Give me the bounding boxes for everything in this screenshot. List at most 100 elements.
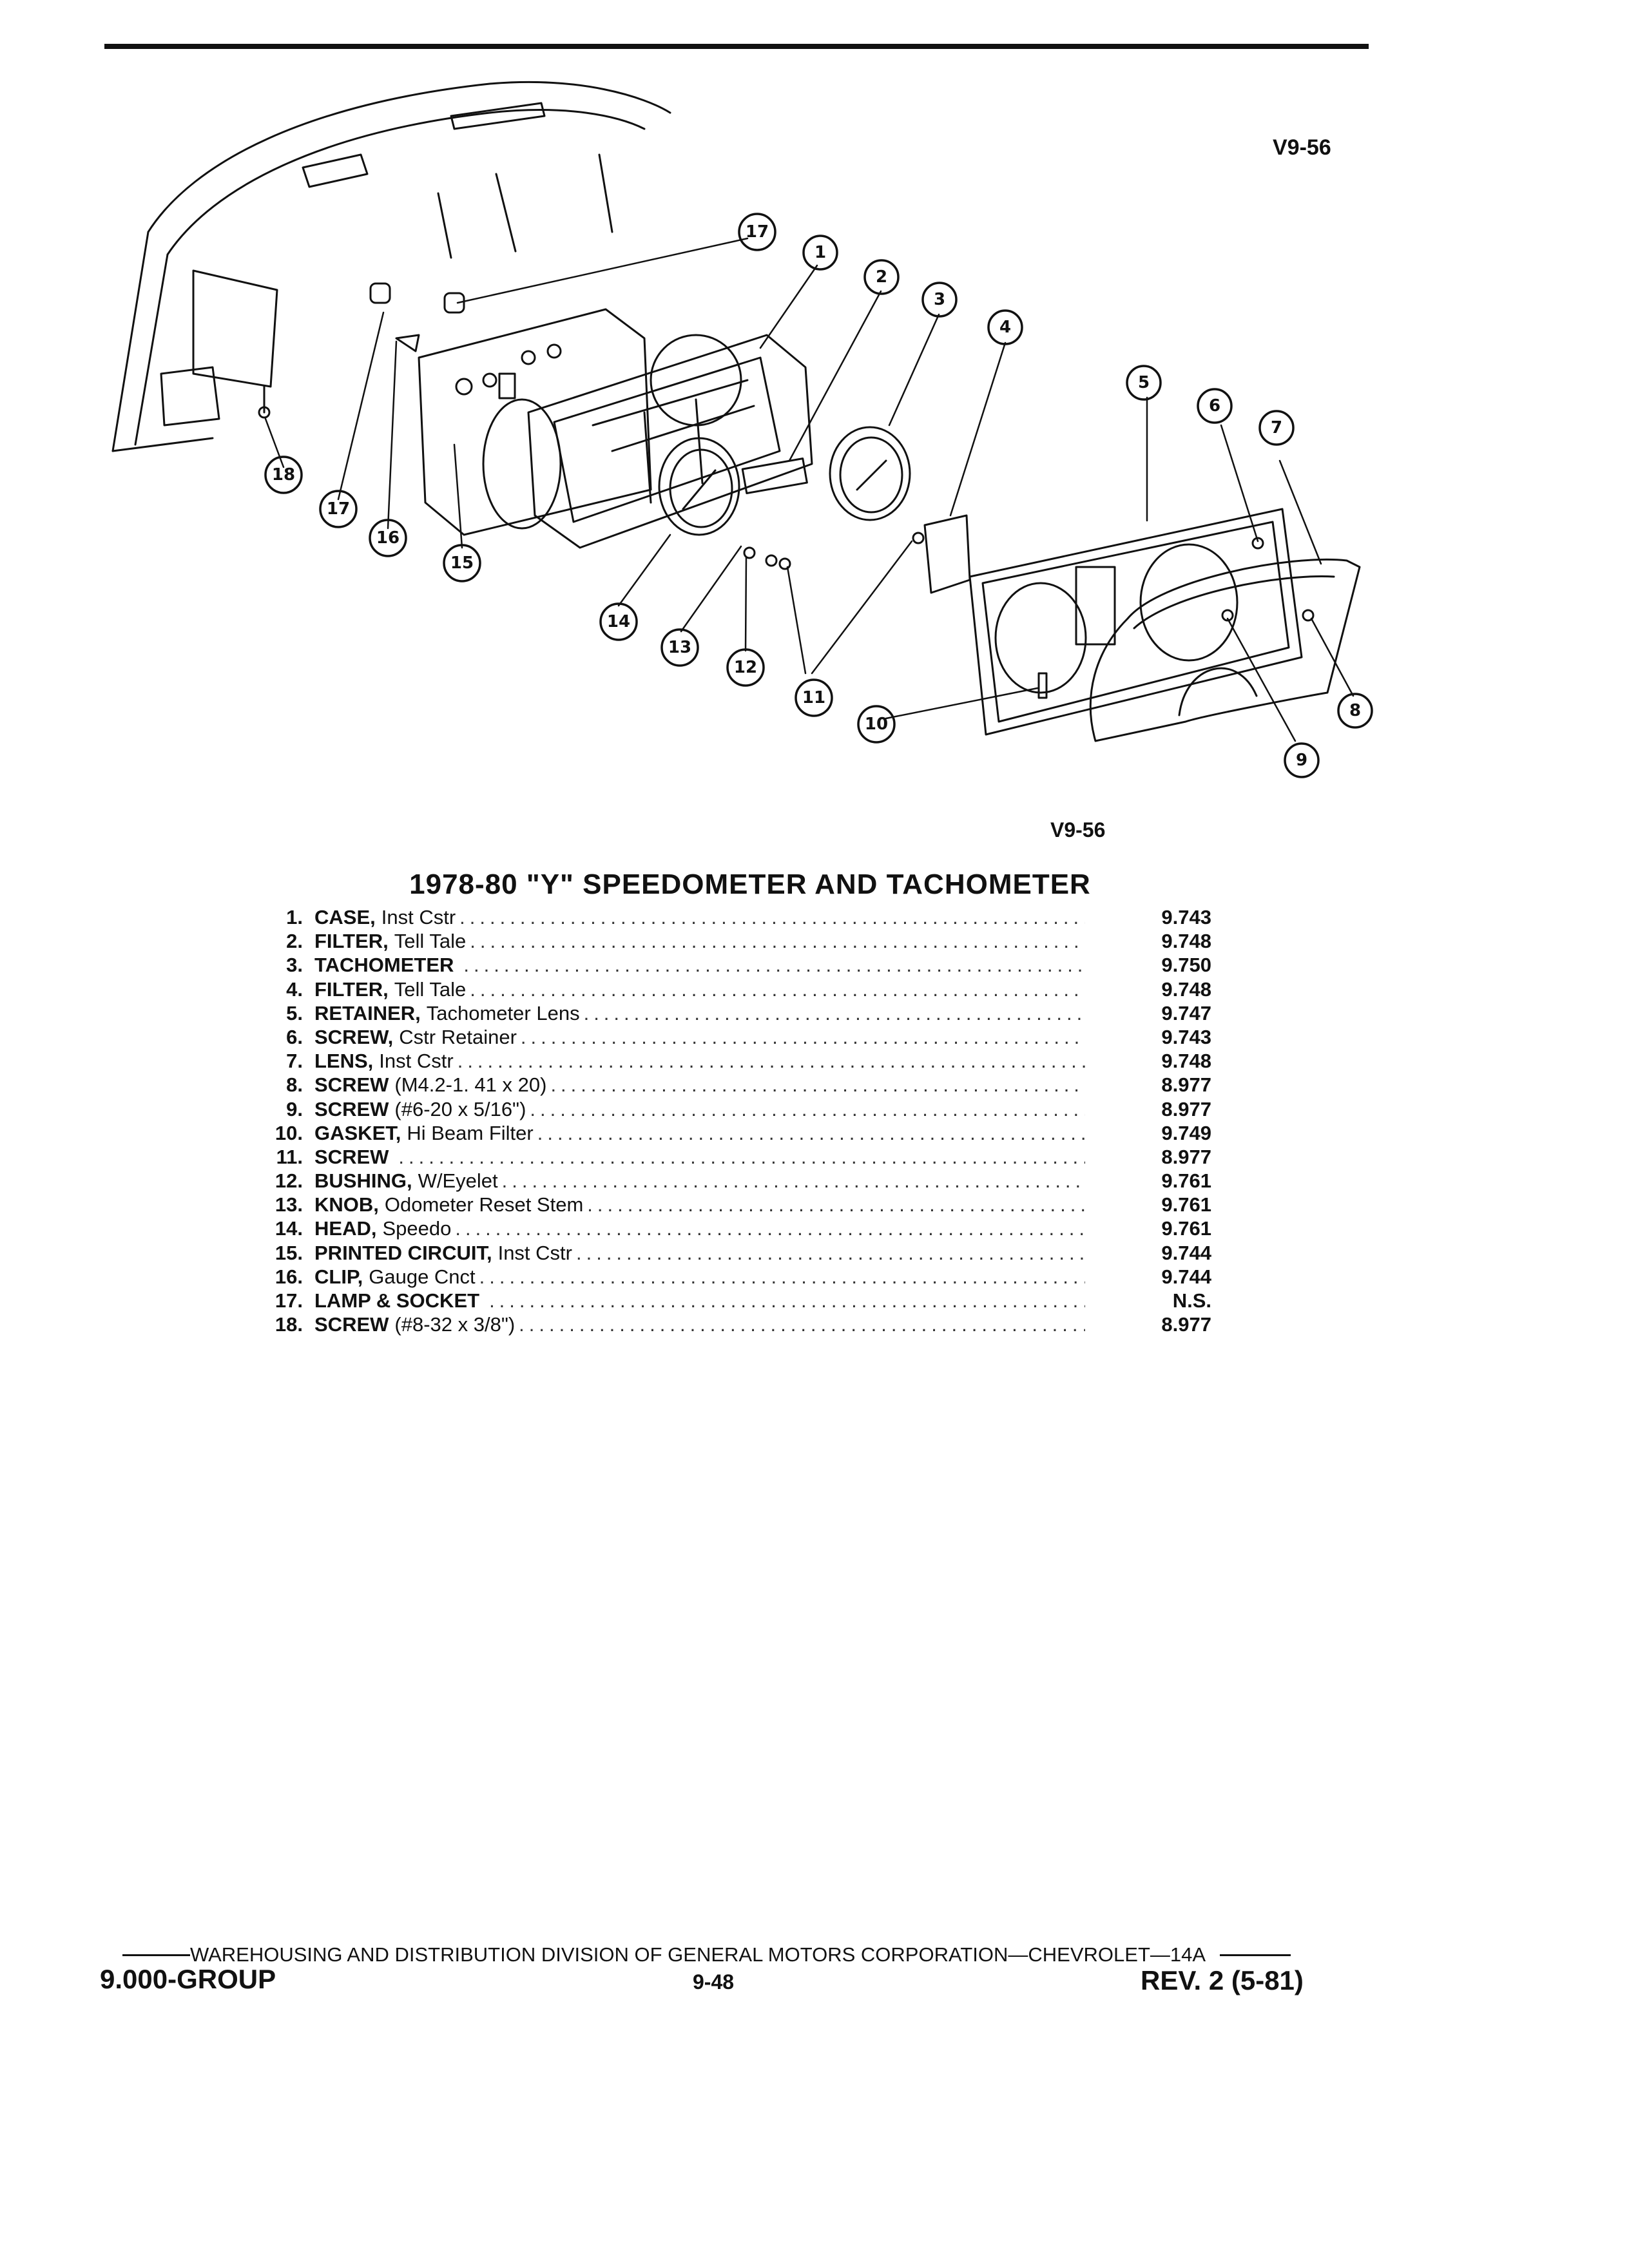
leader-dots: ........................................… [520, 1025, 1085, 1048]
part-group-code: 9.748 [1161, 1050, 1211, 1073]
part-number: 15. [275, 1241, 303, 1264]
part-number: 11. [276, 1145, 303, 1168]
part-name: PRINTED CIRCUIT, [314, 1241, 492, 1264]
part-group-code: 9.748 [1161, 977, 1211, 1001]
leader-dots: ........................................… [530, 1097, 1085, 1120]
part-group-code: 8.977 [1161, 1145, 1211, 1168]
part-number: 14. [275, 1217, 303, 1240]
part-description: Tachometer Lens [426, 1001, 580, 1024]
callout-5: 5 [1138, 373, 1150, 392]
part-description: Tell Tale [394, 930, 467, 953]
leader-dots: ........................................… [459, 906, 1085, 928]
tachometer-shape [829, 426, 911, 521]
part-description: Hi Beam Filter [407, 1121, 534, 1144]
part-name: GASKET, [314, 1121, 401, 1144]
parts-row: 8.SCREW(M4.2-1. 41 x 20)................… [232, 1073, 1211, 1097]
part-number: 4. [286, 977, 303, 1001]
parts-row: 12.BUSHING,W/Eyelet.....................… [232, 1169, 1211, 1193]
part-number: 6. [286, 1025, 303, 1048]
retainer-shape [969, 508, 1303, 736]
parts-row: 3.TACHOMETER............................… [232, 953, 1211, 977]
part-name: KNOB, [314, 1193, 379, 1216]
leader-dots: ........................................… [575, 1241, 1085, 1264]
callout-9: 9 [1296, 751, 1307, 770]
part-name: LENS, [314, 1050, 374, 1073]
part-number: 10. [275, 1121, 303, 1144]
parts-row: 10. GASKET, Hi Beam Filter................… [232, 1121, 1211, 1145]
part-name: BUSHING, [314, 1169, 412, 1193]
footer-group: 9.000-GROUP [100, 1964, 276, 1994]
leader-dots: ........................................… [398, 1145, 1085, 1168]
part-group-code: 9.750 [1161, 954, 1211, 977]
leader-dots: ........................................… [537, 1121, 1085, 1144]
callout-16: 16 [376, 528, 400, 548]
part-name: LAMP & SOCKET [314, 1289, 480, 1312]
lens-shape [1089, 558, 1361, 742]
part-description: (#8-32 x 3/8") [394, 1313, 516, 1336]
callout-13: 13 [668, 638, 691, 657]
leader-dots: ........................................… [457, 1050, 1085, 1073]
part-group-code: 9.761 [1161, 1193, 1211, 1216]
parts-row: 7. LENS,Inst Cstr........................… [232, 1049, 1211, 1073]
footer-division-line: WAREHOUSING AND DISTRIBUTION DIVISION OF… [122, 1943, 1327, 1966]
parts-row: 15. PRINTED CIRCUIT,Inst Cstr............… [232, 1241, 1211, 1265]
part-number: 5. [286, 1001, 303, 1024]
part-description: Gauge Cnct [369, 1265, 476, 1288]
part-number: 2. [286, 930, 303, 953]
parts-row: 17.LAMP & SOCKET........................… [232, 1289, 1211, 1312]
part-group-code: 9.744 [1161, 1265, 1211, 1288]
part-description: Inst Cstr [497, 1241, 572, 1264]
callout-3: 3 [934, 290, 945, 309]
figure-code-bottom: V9-56 [1050, 818, 1106, 841]
parts-row: 9.SCREW(#6-20 x 5/16")..................… [232, 1097, 1211, 1121]
leader-dots: ........................................… [455, 1217, 1085, 1240]
leader-dots: ........................................… [463, 954, 1085, 977]
top-rule [104, 44, 1369, 49]
callout-11: 11 [802, 688, 825, 707]
cluster-case-shape [482, 334, 813, 549]
callout-18: 18 [272, 465, 295, 485]
part-group-code: 9.749 [1161, 1121, 1211, 1144]
callout-8: 8 [1349, 701, 1361, 720]
parts-row: 16.CLIP,Gauge Cnct......................… [232, 1265, 1211, 1289]
footer-division-text: WAREHOUSING AND DISTRIBUTION DIVISION OF… [190, 1943, 1206, 1966]
part-number: 16. [275, 1265, 303, 1288]
part-group-code: 9.743 [1161, 1025, 1211, 1048]
parts-row: 13.KNOB,Odometer Reset Stem.............… [232, 1193, 1211, 1216]
part-number: 12. [275, 1169, 303, 1193]
part-group-code: 9.744 [1161, 1241, 1211, 1264]
leader-dots: ........................................… [587, 1193, 1085, 1216]
part-description: Inst Cstr [379, 1050, 454, 1073]
part-number: 13. [275, 1193, 303, 1216]
part-number: 3. [286, 954, 303, 977]
leader-dots: ........................................… [583, 1001, 1085, 1024]
page-title: 1978-80 "Y" SPEEDOMETER AND TACHOMETER [409, 869, 1091, 900]
callout-7: 7 [1271, 418, 1282, 437]
part-group-code: 9.747 [1161, 1001, 1211, 1024]
leader-dots: ........................................… [501, 1169, 1085, 1193]
lamp-socket-shapes [369, 282, 465, 352]
part-name: HEAD, [314, 1217, 377, 1240]
part-name: SCREW [314, 1313, 389, 1336]
part-number: 7. [286, 1050, 303, 1073]
part-number: 18. [275, 1313, 303, 1336]
footer-page-number: 9-48 [693, 1970, 735, 1994]
callout-17-lower: 17 [327, 499, 350, 519]
parts-list: 1.CASE,Inst Cstr........................… [232, 905, 1211, 1336]
parts-row: 1.CASE,Inst Cstr........................… [232, 905, 1211, 929]
filter-4-shape [923, 514, 971, 594]
parts-row: 4.FILTER,Tell Tale......................… [232, 977, 1211, 1001]
parts-row: 14.HEAD,Speedo..........................… [232, 1216, 1211, 1240]
leader-dots: ........................................… [489, 1289, 1085, 1312]
leader-dots: ........................................… [470, 930, 1085, 953]
part-group-code: 9.743 [1161, 906, 1211, 928]
parts-row: 2.FILTER,Tell Tale......................… [232, 929, 1211, 953]
part-number: 1. [286, 906, 303, 928]
exploded-view-diagram: 1 2 3 4 5 6 7 8 9 10 11 12 13 14 15 16 1… [111, 81, 1373, 778]
part-group-code: 8.977 [1161, 1073, 1211, 1097]
callout-10: 10 [865, 715, 888, 734]
footer-revision: REV. 2 (5-81) [1141, 1965, 1304, 1995]
dashboard-outline [111, 81, 671, 452]
leader-dots: ........................................… [519, 1313, 1085, 1336]
part-group-code: 9.761 [1161, 1169, 1211, 1193]
